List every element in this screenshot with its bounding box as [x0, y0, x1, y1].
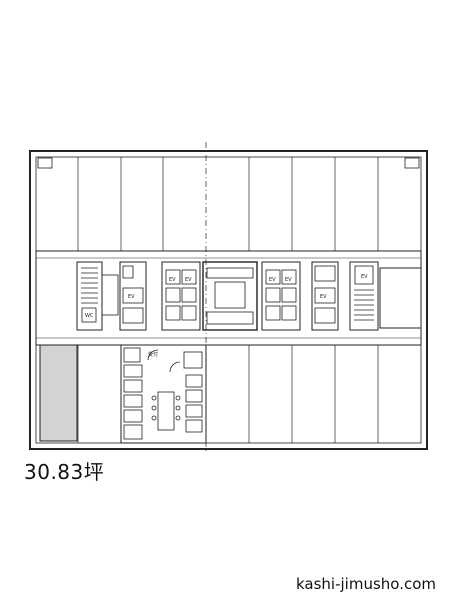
highlighted-area — [39, 344, 78, 442]
ev-label-3: EV — [185, 277, 192, 283]
ev-label-2: EV — [169, 277, 176, 283]
elevator-bank-3 — [261, 261, 301, 331]
central-core — [202, 261, 258, 331]
website-label: kashi-jimusho.com — [295, 575, 436, 593]
floor-plan-drawing: EV EV EV EV EV EV EV 受付 WC — [29, 142, 428, 452]
reception-label: 受付 — [148, 351, 158, 358]
ev-label-4: EV — [269, 277, 276, 283]
lower-column-lines — [77, 345, 379, 443]
area-size: 30.83坪 — [24, 460, 105, 484]
ev-label-6: EV — [320, 294, 327, 300]
wc-label: WC — [85, 313, 94, 319]
elevator-bank-2 — [161, 261, 201, 331]
ev-label-7: EV — [361, 274, 368, 280]
plan-lines — [29, 142, 428, 452]
elevator-bank-4 — [311, 261, 339, 331]
ev-label-5: EV — [285, 277, 292, 283]
ev-label-1: EV — [128, 294, 135, 300]
office-suite — [120, 344, 207, 444]
stair-right — [349, 261, 379, 331]
stair-left — [76, 261, 103, 331]
right-annex — [379, 267, 422, 329]
outer-wall — [29, 150, 428, 450]
elevator-bank-1 — [119, 261, 147, 331]
upper-column-lines — [77, 157, 379, 251]
